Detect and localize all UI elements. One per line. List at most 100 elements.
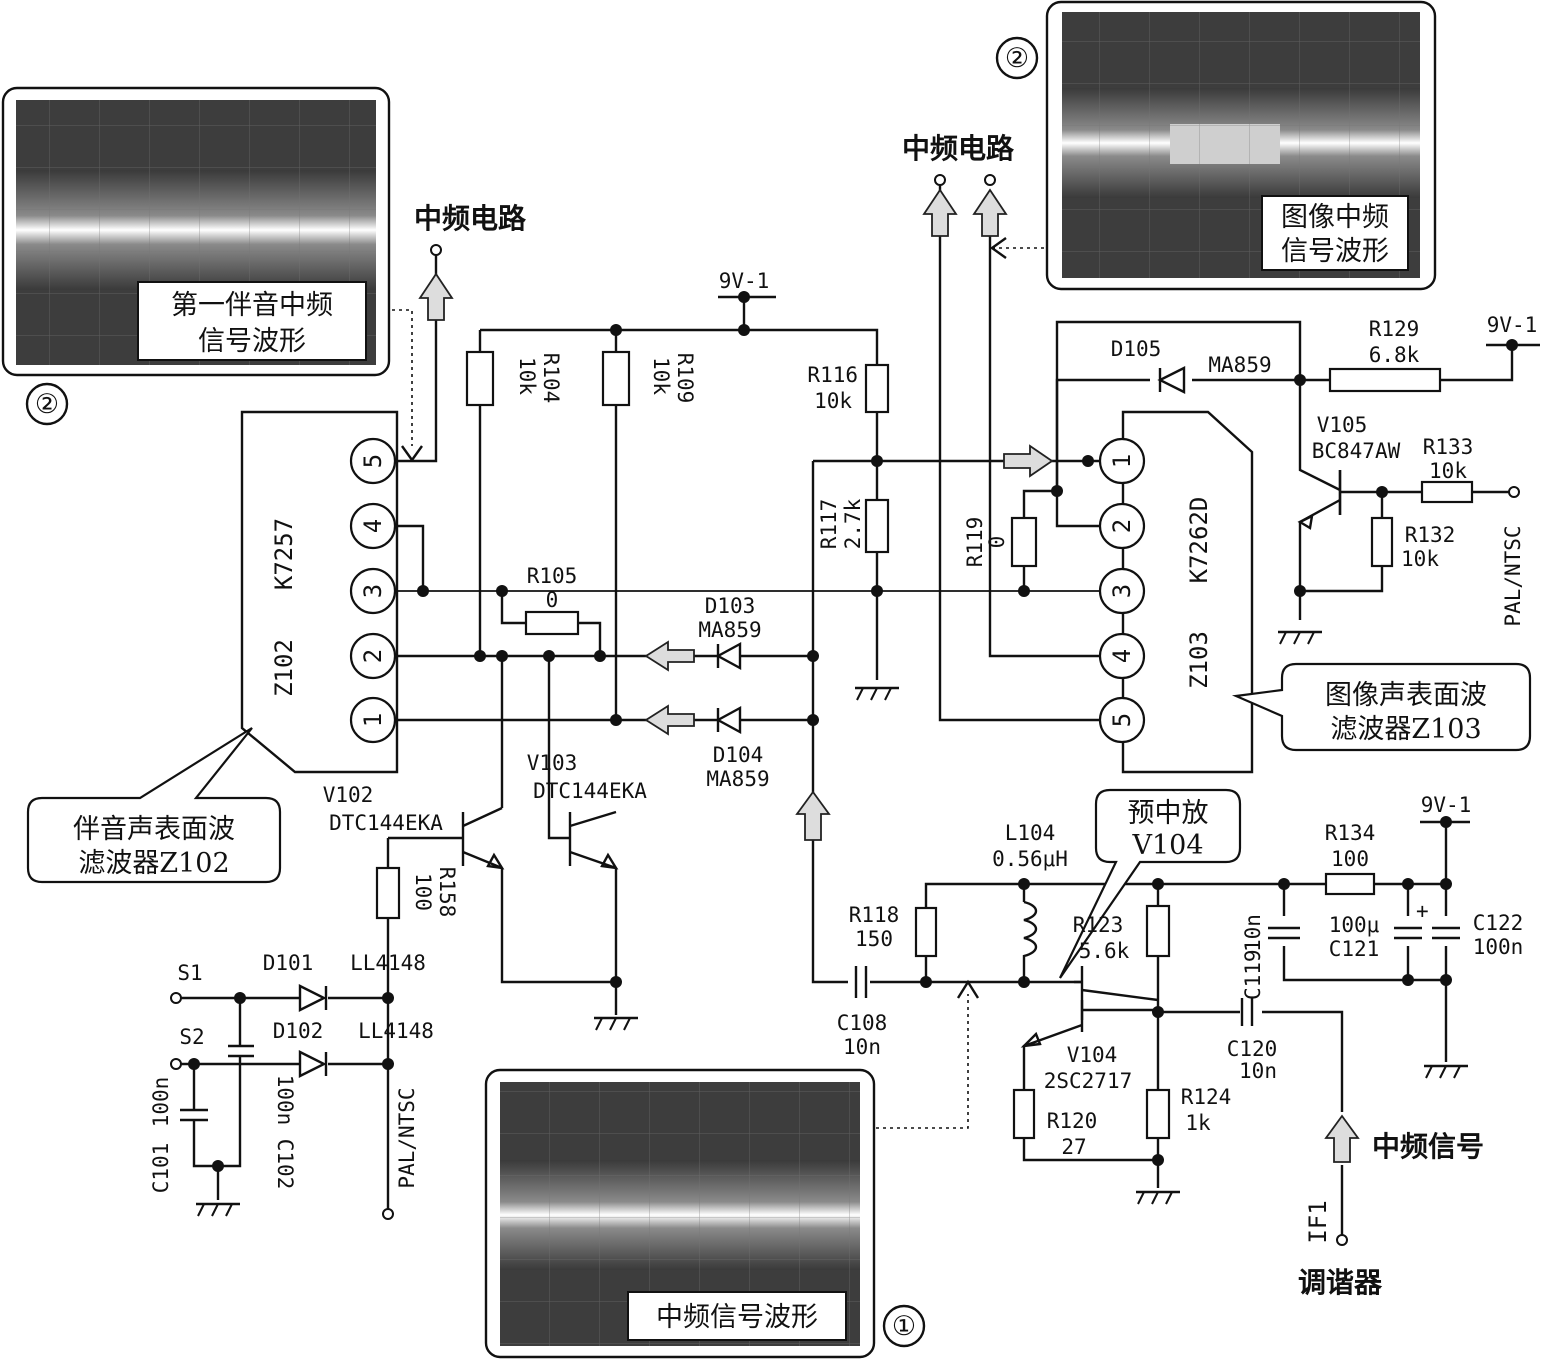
ground-r117 <box>853 686 901 702</box>
r132-ref: R132 <box>1405 523 1456 547</box>
r118-value: 150 <box>855 927 893 951</box>
scope-video-panel <box>1045 0 1437 291</box>
d103-ref: D103 <box>705 594 756 618</box>
r124-value: 1k <box>1185 1111 1211 1135</box>
d104-part: MA859 <box>706 767 769 791</box>
r105-ref: R105 <box>527 564 578 588</box>
r116-ref: R116 <box>807 363 858 387</box>
c121-plus: + <box>1416 899 1429 923</box>
capacitors <box>180 900 1460 1122</box>
v104-ref: V104 <box>1067 1043 1118 1067</box>
label-pal-ntsc-right: PAL/NTSC <box>1501 525 1525 626</box>
z103-pins <box>1098 437 1146 744</box>
r132-value: 10k <box>1401 547 1439 571</box>
c121-value: 100μ <box>1329 913 1380 937</box>
ground-c122 <box>1422 1064 1470 1080</box>
scope-audio-caption-1: 第一伴音中频 <box>171 290 333 321</box>
r119-value: 0 <box>985 536 1009 549</box>
l104-ref: L104 <box>1005 821 1056 845</box>
v104-part: 2SC2717 <box>1044 1069 1133 1093</box>
transistors <box>461 470 1342 1048</box>
c119-value: 10n <box>1241 914 1265 952</box>
callout-v104-1: 预中放 <box>1128 798 1209 829</box>
label-if-signal: 中频信号 <box>1372 1130 1484 1163</box>
label-if-circuit-left: 中频电路 <box>414 202 527 235</box>
d103-part: MA859 <box>698 618 761 642</box>
c108-value: 10n <box>843 1035 881 1059</box>
r109-value: 10k <box>649 357 673 395</box>
callout-v104 <box>1059 788 1242 979</box>
r118-ref: R118 <box>849 903 900 927</box>
d102-part: LL4148 <box>358 1019 434 1043</box>
callout-z103-2: 滤波器Z103 <box>1330 714 1481 745</box>
scope-video-caption-2: 信号波形 <box>1281 236 1389 267</box>
r134-value: 100 <box>1331 847 1369 871</box>
z103-pin3: 3 <box>1108 584 1136 598</box>
z102-part: K7257 <box>270 518 298 590</box>
r123-ref: R123 <box>1073 913 1124 937</box>
marker-2-right <box>995 36 1039 80</box>
callout-v104-2: V104 <box>1131 830 1203 861</box>
z103-pin2: 2 <box>1108 519 1136 533</box>
d105-ref: D105 <box>1111 337 1162 361</box>
z102-pin5: 5 <box>359 454 387 468</box>
scope-audio-panel <box>1 86 391 377</box>
z103-pin4: 4 <box>1108 649 1136 663</box>
c120-value: 10n <box>1239 1059 1277 1083</box>
v102-part: DTC144EKA <box>329 811 443 835</box>
r129-value: 6.8k <box>1369 343 1420 367</box>
r123-value: 5.6k <box>1079 939 1130 963</box>
r120-ref: R120 <box>1047 1109 1098 1133</box>
r124-ref: R124 <box>1181 1085 1232 1109</box>
probe-line-audio <box>392 309 413 446</box>
c101-value: 100n <box>149 1077 173 1128</box>
label-s1: S1 <box>177 961 202 985</box>
resistors <box>375 350 1474 1140</box>
label-if1: IF1 <box>1304 1200 1332 1243</box>
r109-ref: R109 <box>673 353 697 404</box>
z102-pin1: 1 <box>359 713 387 727</box>
marker-2-left-label: ② <box>35 389 59 420</box>
callout-z103 <box>1231 662 1532 752</box>
probe-tip-video <box>989 237 1007 259</box>
d101-ref: D101 <box>263 951 314 975</box>
scope-video-caption-1: 图像中频 <box>1281 202 1389 233</box>
r117-value: 2.7k <box>841 498 865 549</box>
v105-ref: V105 <box>1317 413 1368 437</box>
c120-ref: C120 <box>1227 1037 1278 1061</box>
v102-ref: V102 <box>323 783 374 807</box>
z103-ref: Z103 <box>1185 631 1213 689</box>
callout-z102 <box>26 727 282 884</box>
ground-v104 <box>1134 1190 1182 1206</box>
diodes <box>298 366 1186 1078</box>
c102-ref: C102 <box>273 1139 297 1190</box>
marker-2-left <box>25 382 69 426</box>
label-9v-bottom: 9V-1 <box>1421 793 1472 817</box>
z103-pin1: 1 <box>1108 454 1136 468</box>
r117-ref: R117 <box>817 499 841 550</box>
c122-value: 100n <box>1473 935 1524 959</box>
marker-2-right-label: ② <box>1005 43 1029 74</box>
ground-v103 <box>592 1016 640 1032</box>
terminals <box>170 174 1520 1246</box>
r104-ref: R104 <box>539 353 563 404</box>
c119-ref: C119 <box>1241 949 1265 1000</box>
v105-part: BC847AW <box>1312 439 1401 463</box>
marker-1 <box>882 1304 926 1348</box>
z103-part: K7262D <box>1185 497 1213 584</box>
r158-value: 100 <box>411 873 435 911</box>
z102-pin2: 2 <box>359 649 387 663</box>
label-pal-ntsc-left: PAL/NTSC <box>395 1087 419 1188</box>
c101-ref: C101 <box>149 1143 173 1194</box>
d105-part: MA859 <box>1208 353 1271 377</box>
z102-pin4: 4 <box>359 519 387 533</box>
label-9v-top: 9V-1 <box>719 269 770 293</box>
r120-value: 27 <box>1061 1135 1086 1159</box>
r105-value: 0 <box>546 588 559 612</box>
probe-tip-if <box>956 979 980 999</box>
d101-part: LL4148 <box>350 951 426 975</box>
r134-ref: R134 <box>1325 821 1376 845</box>
probe-line-if <box>876 994 969 1129</box>
r104-value: 10k <box>515 357 539 395</box>
v103-ref: V103 <box>527 751 578 775</box>
